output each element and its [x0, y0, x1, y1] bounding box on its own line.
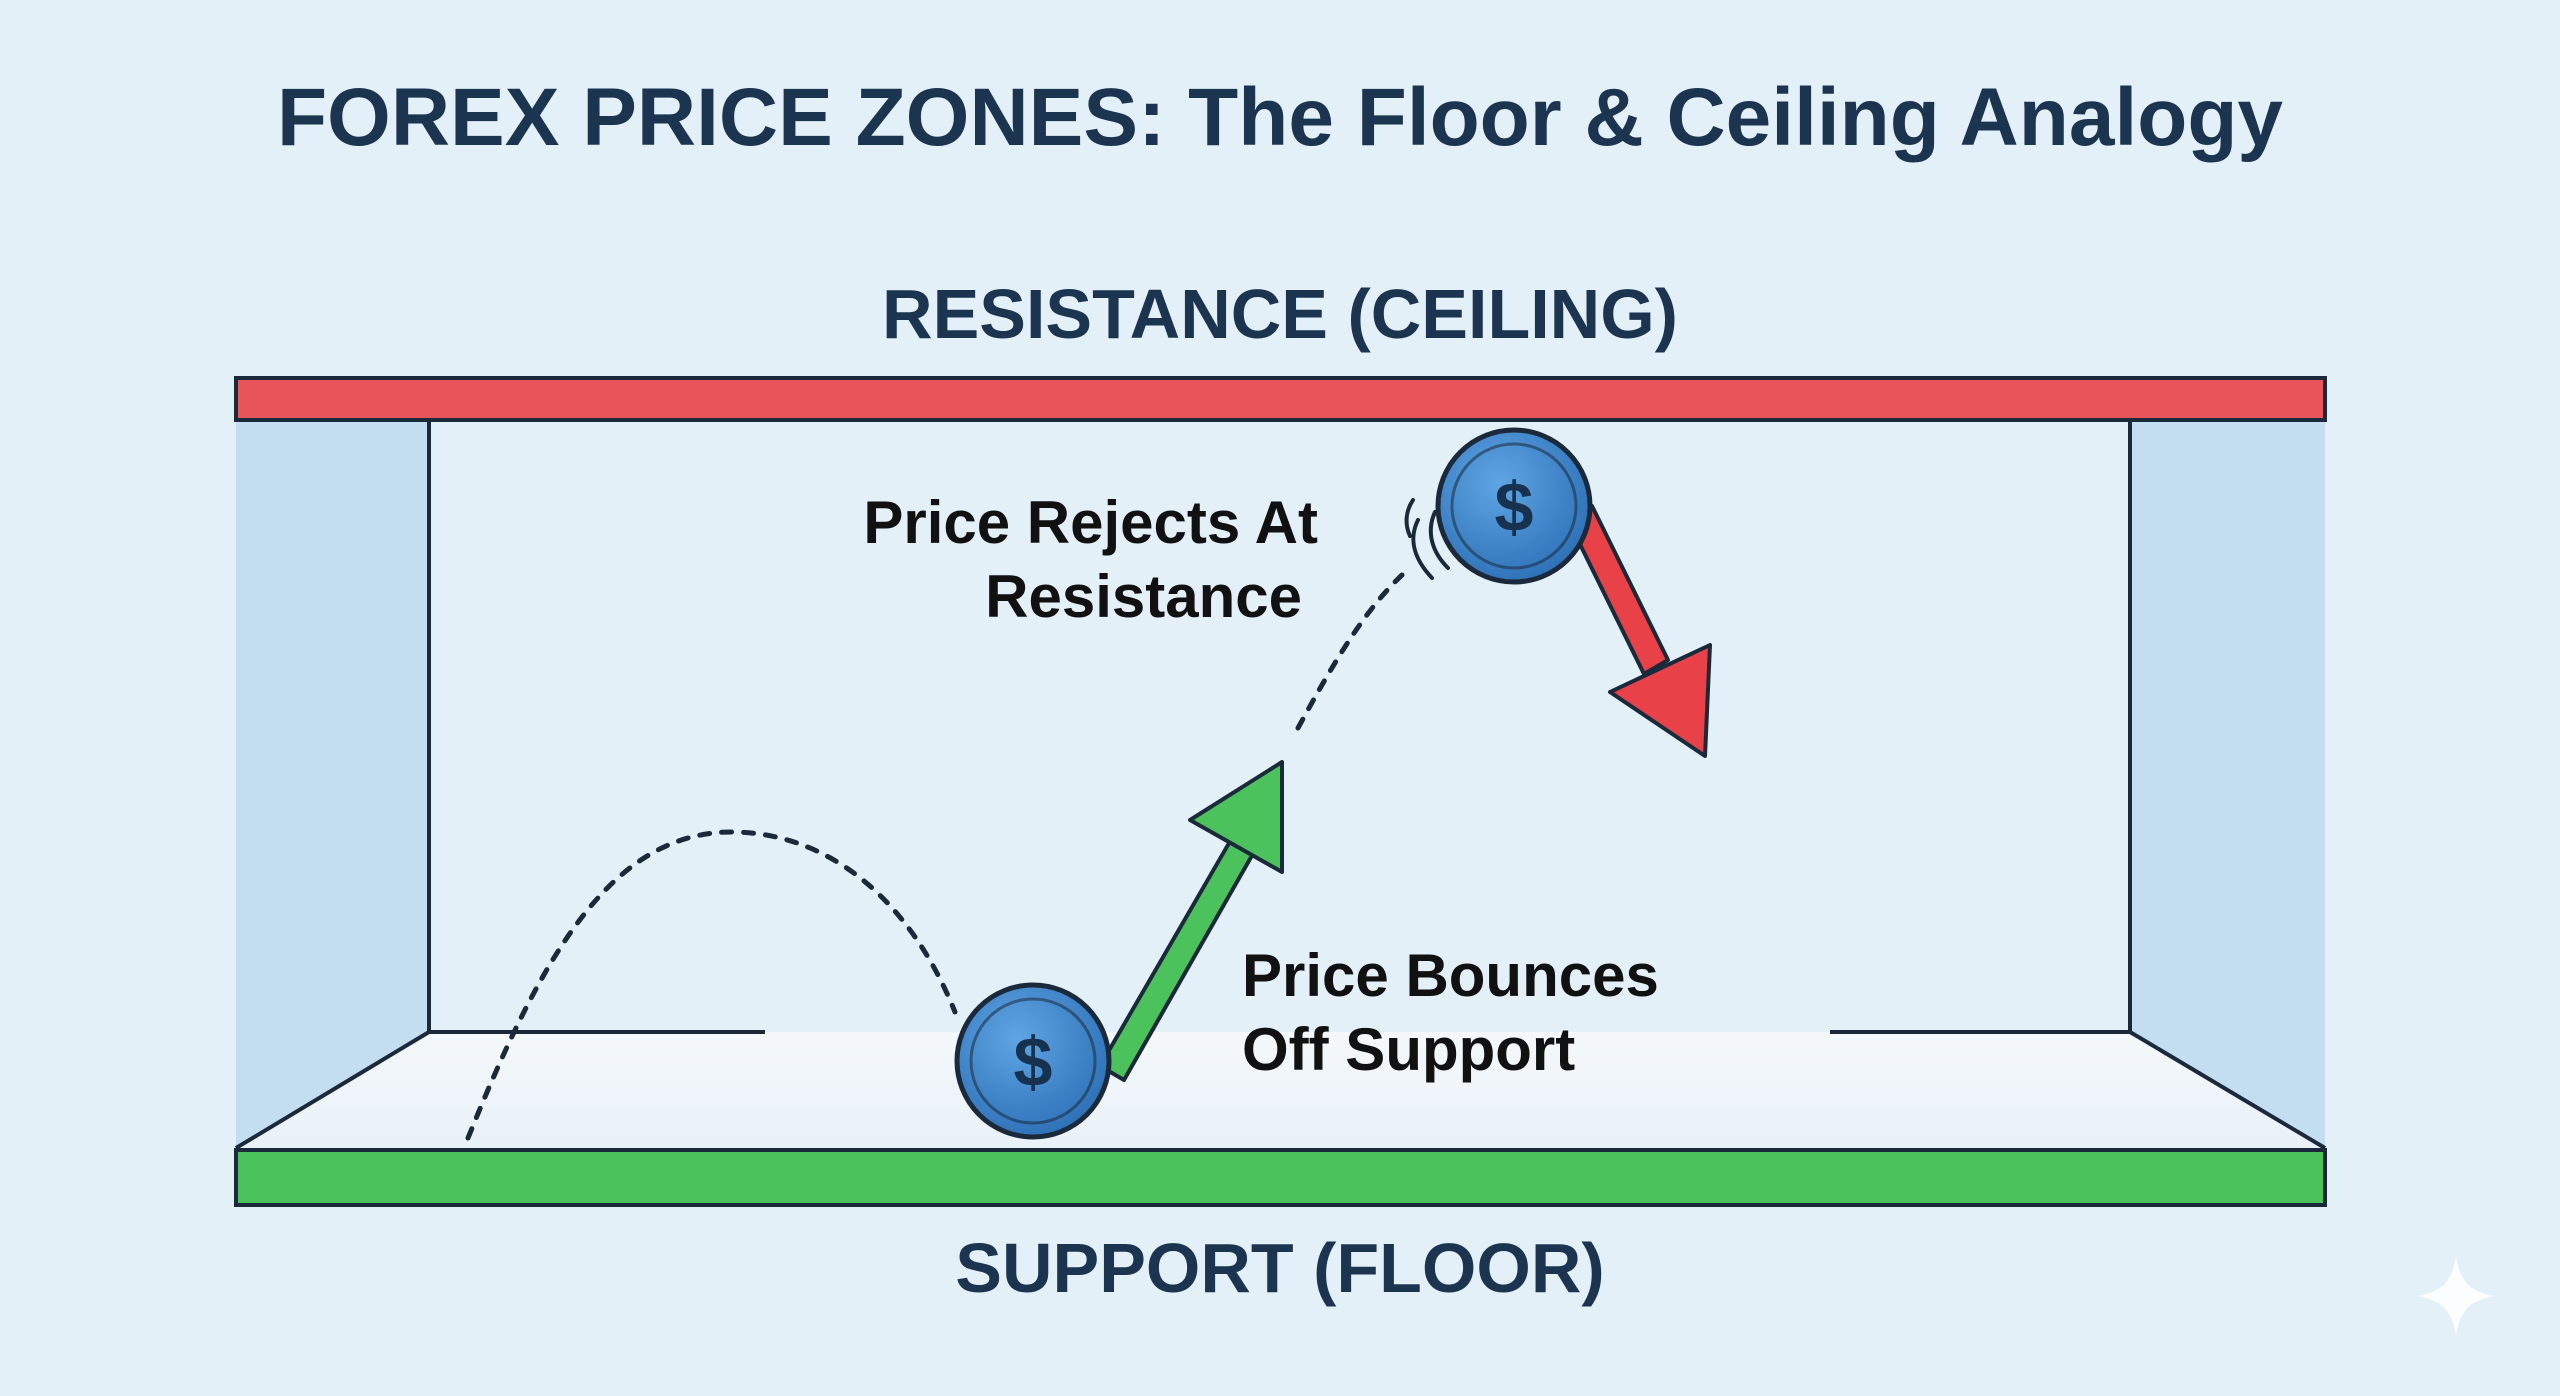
bounce-trajectory-arc — [465, 829, 958, 1141]
coin-symbol-bottom: $ — [1014, 1023, 1053, 1101]
support-bar — [234, 1148, 2327, 1207]
motion-lines — [1411, 518, 1434, 580]
rejects-label-line1: Price Rejects At — [863, 489, 1318, 556]
dollar-coin-top: $ — [1435, 427, 1593, 585]
motion-line-2 — [1428, 510, 1450, 570]
dollar-coin-bottom: $ — [954, 982, 1112, 1140]
rise-trajectory — [1295, 572, 1405, 731]
left-wall — [236, 420, 429, 1150]
resistance-label: RESISTANCE (CEILING) — [882, 275, 1678, 353]
support-label: SUPPORT (FLOOR) — [955, 1229, 1604, 1307]
floor-edge-right — [2128, 1030, 2327, 1150]
room-floor — [236, 1032, 2325, 1148]
coin-symbol-top: $ — [1495, 468, 1534, 546]
resistance-bar — [234, 376, 2327, 422]
bounces-label-line2: Off Support — [1242, 1016, 1575, 1083]
green-up-arrow-icon — [1098, 760, 1284, 1082]
right-wall — [2130, 420, 2325, 1150]
motion-line-3 — [1404, 498, 1415, 538]
floor-edge-left — [234, 1030, 431, 1150]
sparkle-icon — [2416, 1256, 2496, 1336]
bounces-label-line1: Price Bounces — [1242, 942, 1659, 1009]
page-title: FOREX PRICE ZONES: The Floor & Ceiling A… — [277, 72, 2283, 163]
rejects-label-line2: Resistance — [985, 563, 1302, 630]
back-wall — [429, 420, 2130, 1032]
